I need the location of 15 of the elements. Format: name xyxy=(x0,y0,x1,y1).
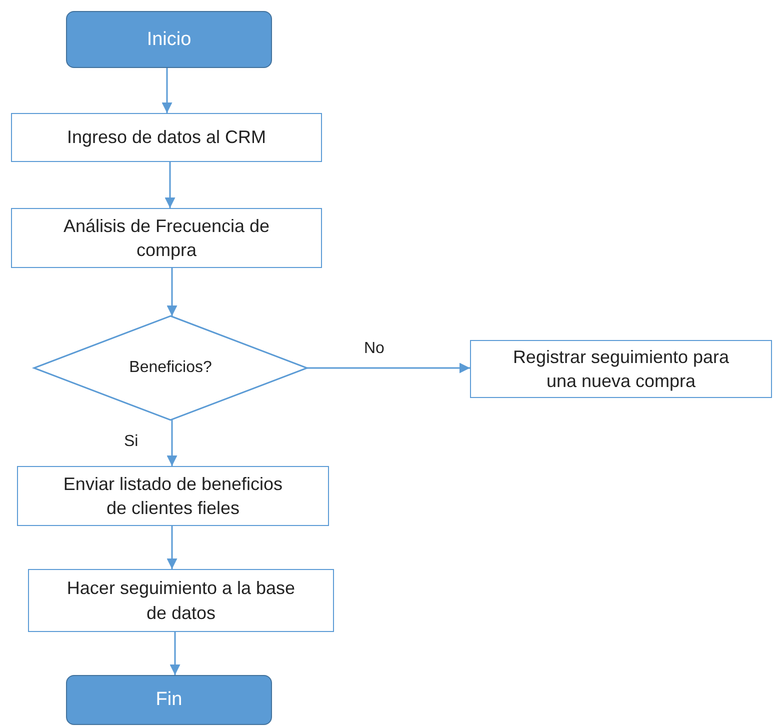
arrow xyxy=(170,632,180,675)
arrow xyxy=(166,420,178,466)
arrow xyxy=(164,162,176,208)
process-box: Análisis de Frecuencia de compra xyxy=(11,208,322,268)
arrow xyxy=(307,362,470,374)
arrow xyxy=(162,68,172,113)
arrow xyxy=(166,268,178,316)
terminal-box: Inicio xyxy=(66,11,272,68)
decision-label: Beneficios? xyxy=(129,358,212,378)
process-box: Registrar seguimiento para una nueva compra xyxy=(470,340,772,398)
terminal-box: Fin xyxy=(66,675,272,725)
process-box: Ingreso de datos al CRM xyxy=(11,113,322,162)
process-box: Hacer seguimiento a la base de datos xyxy=(28,569,334,632)
arrow xyxy=(166,526,178,569)
process-box: Enviar listado de beneficios de clientes fieles xyxy=(17,466,329,526)
